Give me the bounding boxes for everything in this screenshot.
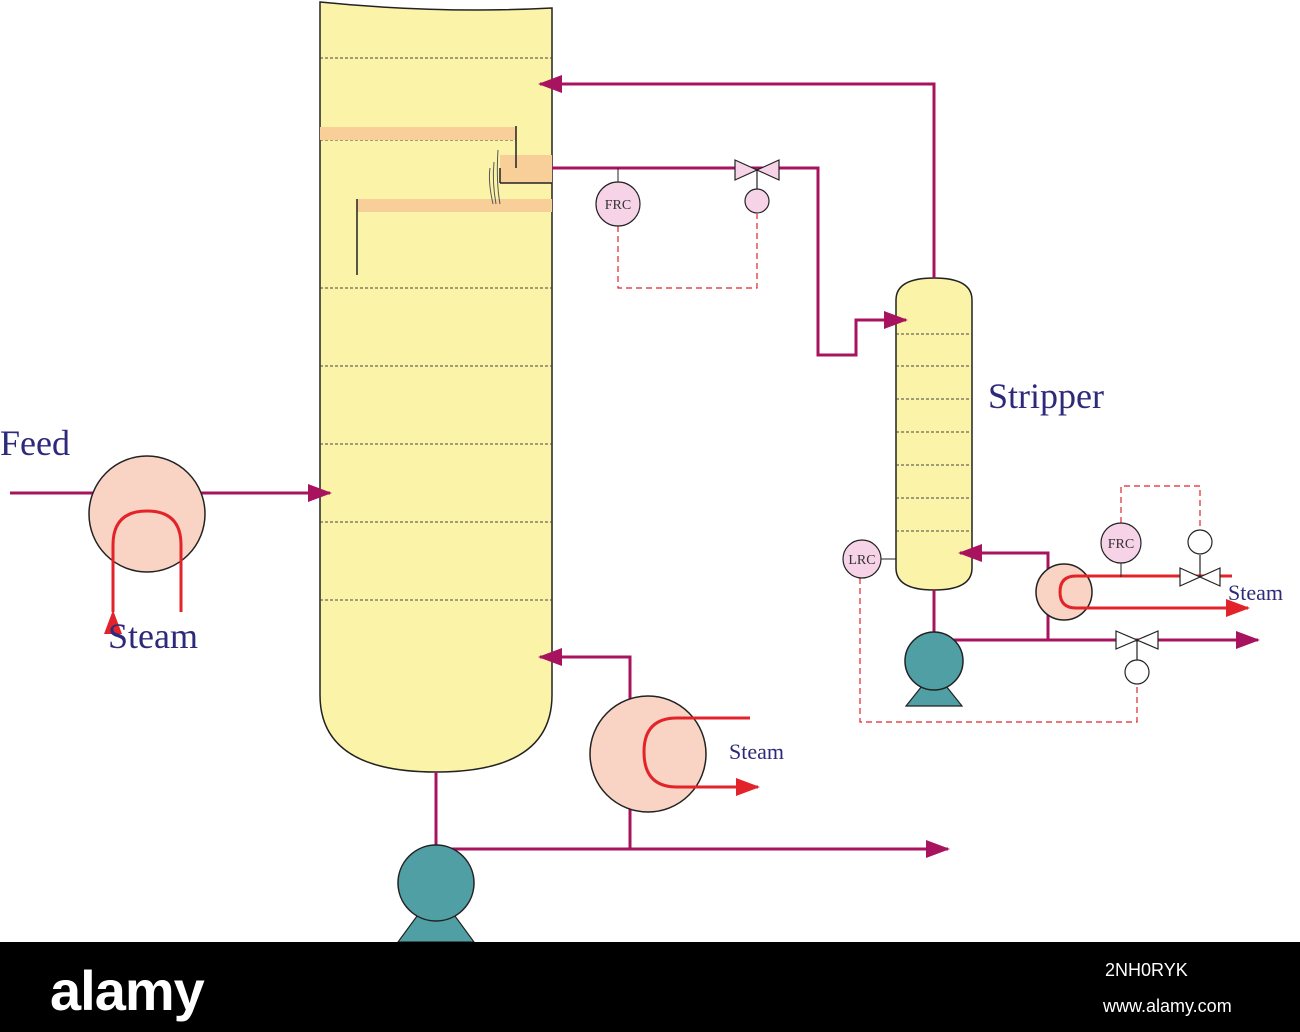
main-reboiler xyxy=(589,695,760,813)
lrc-label: LRC xyxy=(848,553,875,568)
frc-top-label: FRC xyxy=(605,198,631,213)
frc-right-instrument: FRC xyxy=(1100,522,1142,577)
watermark-image-id: 2NH0RYK xyxy=(1105,960,1188,980)
main-column xyxy=(319,1,553,773)
stripper-vapor-return-line xyxy=(538,75,936,278)
steam-bottom-label: Steam xyxy=(729,739,784,764)
stripper-reboiler xyxy=(1035,563,1250,621)
control-lines xyxy=(617,214,1201,723)
steam-left-label: Steam xyxy=(108,616,198,656)
side-draw-control-valve xyxy=(734,159,780,214)
stripper-column xyxy=(895,277,973,591)
watermark-footer xyxy=(0,942,1300,1032)
watermark-brand: alamy xyxy=(50,959,205,1022)
frc-top-instrument: FRC xyxy=(595,168,641,227)
steam-right-label: Steam xyxy=(1228,580,1283,605)
steam-control-valve xyxy=(1179,529,1221,587)
draw-off-tray xyxy=(320,126,552,275)
main-bottoms-pump xyxy=(396,844,476,943)
feed-label: Feed xyxy=(0,423,70,463)
stripper-bottoms-pump xyxy=(904,631,964,707)
stripper-trays xyxy=(896,333,972,532)
lrc-instrument: LRC xyxy=(842,539,896,579)
frc-right-label: FRC xyxy=(1108,537,1134,552)
feed-heater xyxy=(88,455,206,634)
product-control-valve xyxy=(1115,630,1159,685)
watermark-site: www.alamy.com xyxy=(1103,996,1232,1016)
stripper-reboiler-return-line xyxy=(958,544,1050,640)
stripper-label: Stripper xyxy=(988,376,1104,416)
